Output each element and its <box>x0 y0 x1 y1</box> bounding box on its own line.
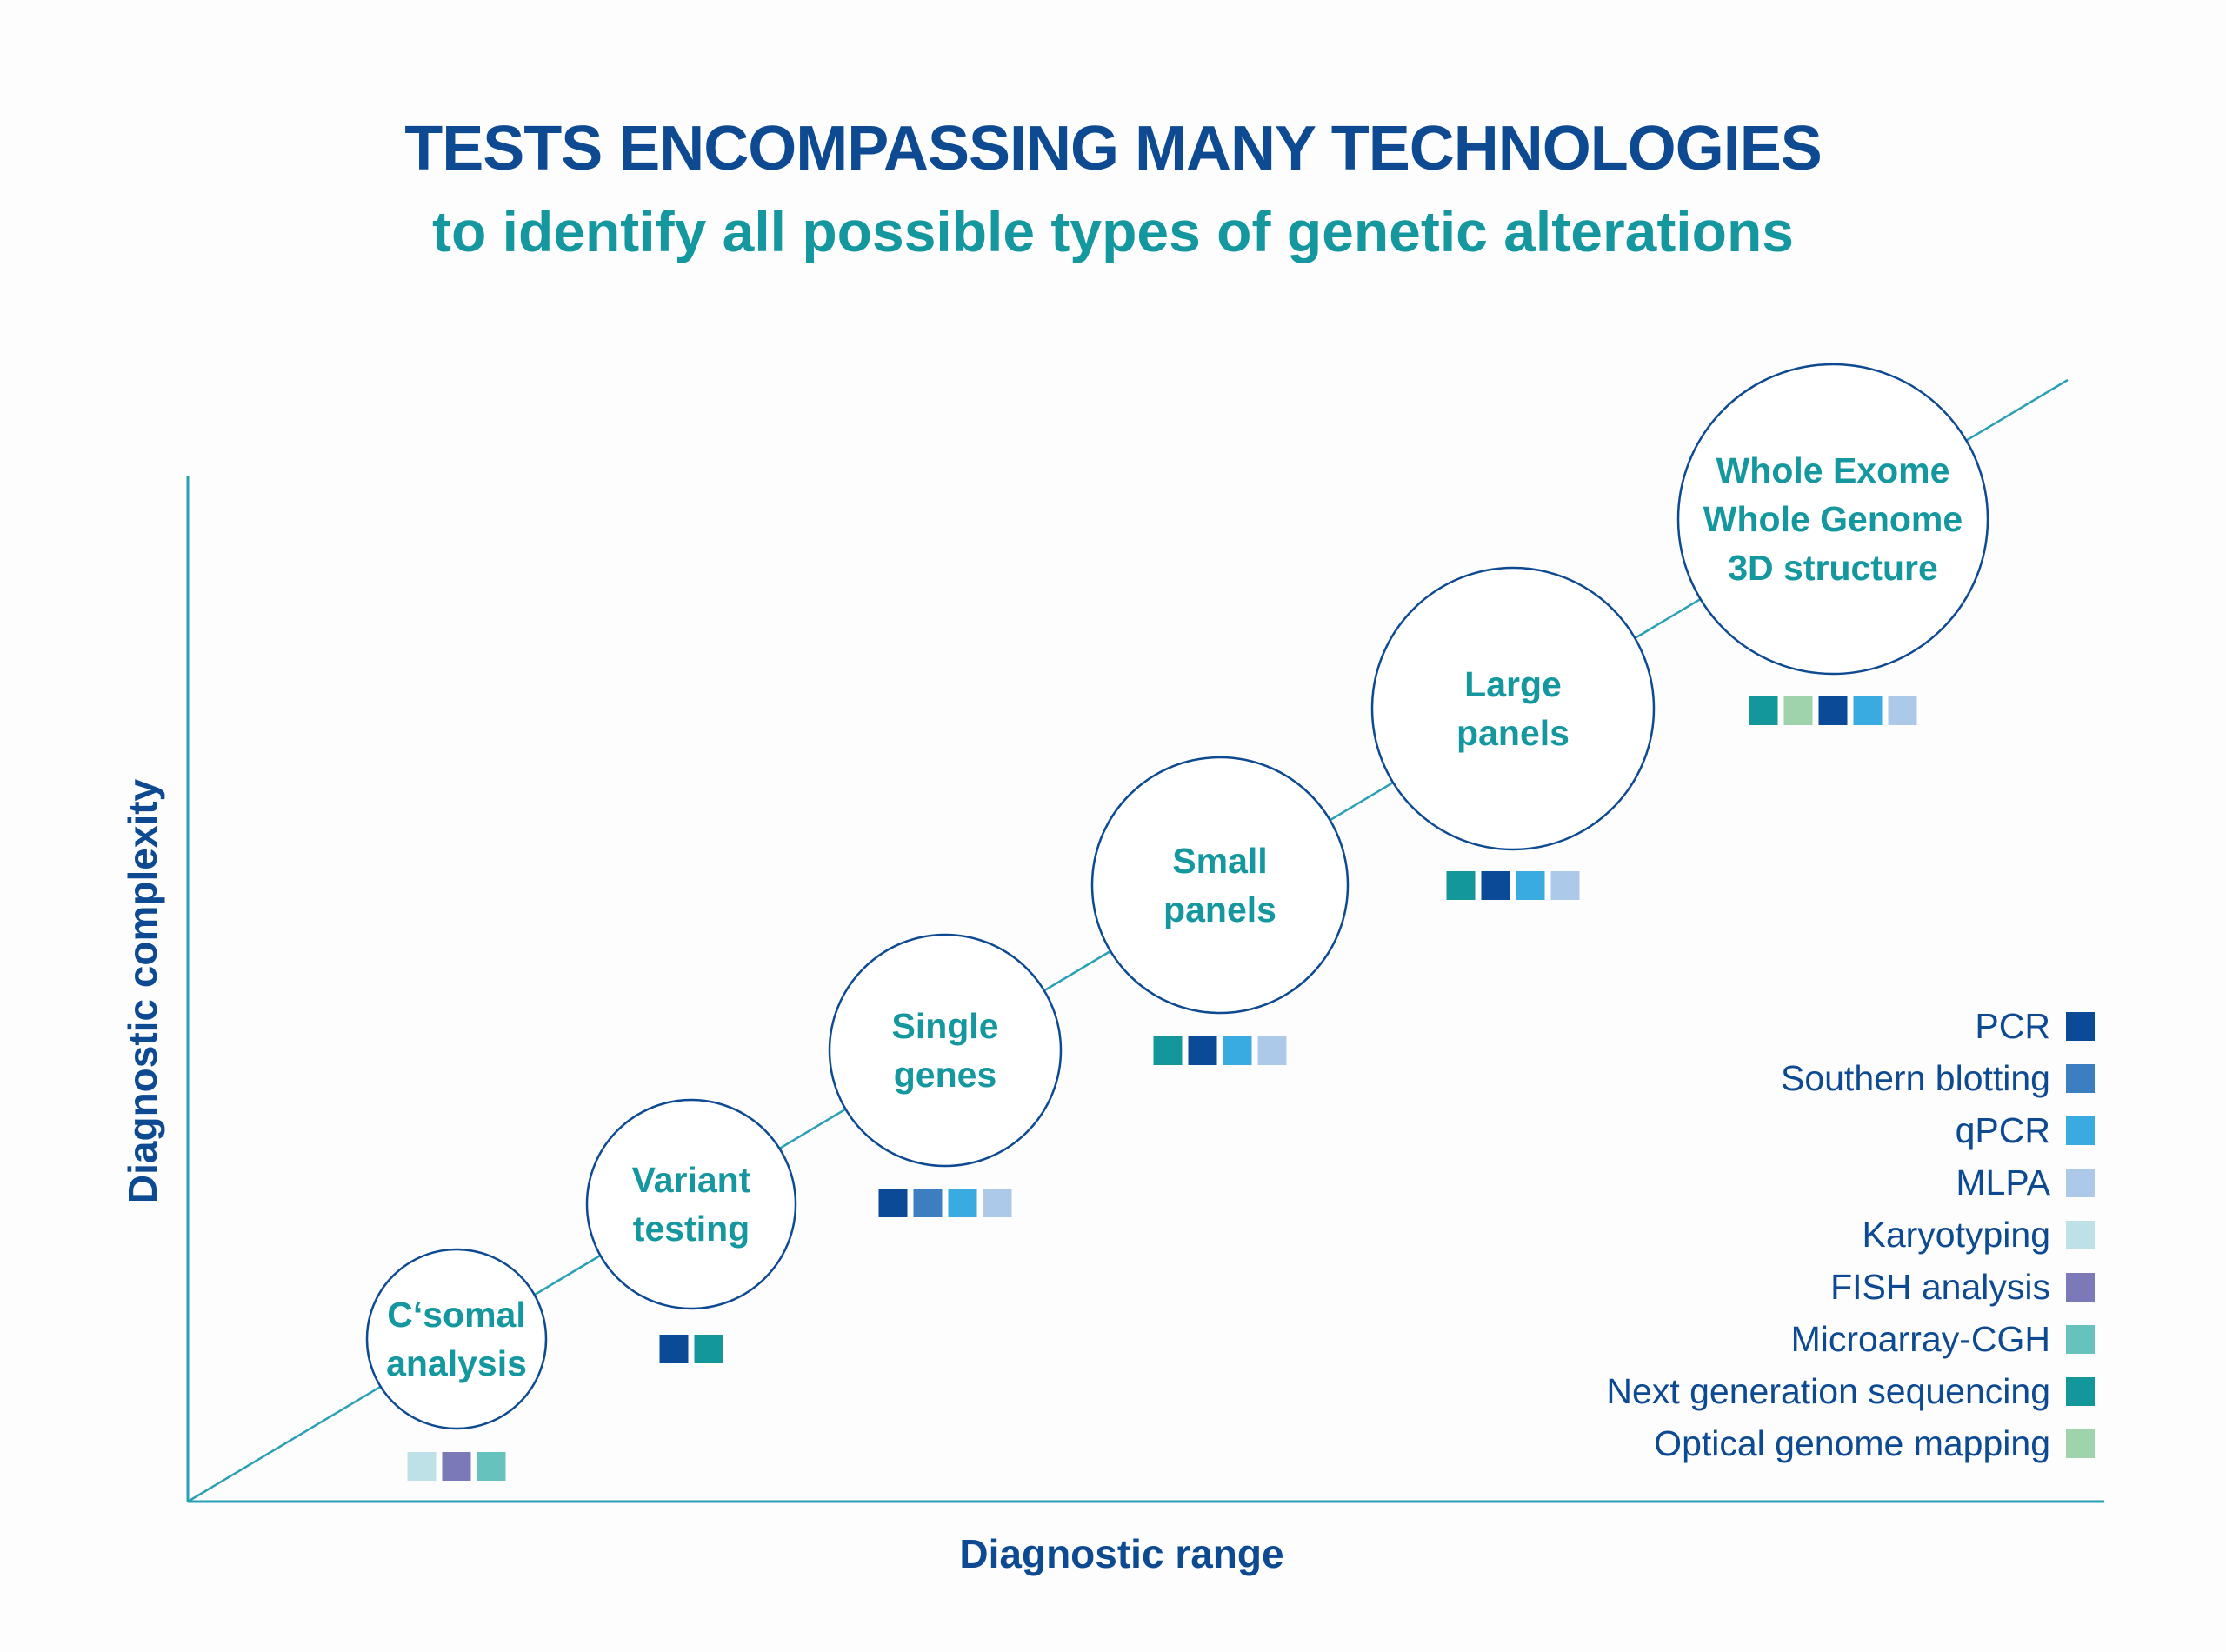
test-circle <box>1370 566 1656 851</box>
y-axis-label: Diagnostic complexity <box>120 778 165 1203</box>
chart-subtitle: to identify all possible types of geneti… <box>432 199 1794 263</box>
legend-item-fish: FISH analysis <box>1830 1267 2095 1307</box>
tech-swatch-pcr <box>878 1189 908 1217</box>
legend-swatch <box>2066 1325 2095 1354</box>
legend-swatch <box>2066 1012 2095 1041</box>
legend-item-ngs: Next generation sequencing <box>1606 1371 2095 1411</box>
test-label-line: Variant <box>632 1160 751 1200</box>
test-circle <box>828 933 1063 1168</box>
tech-swatch-mlpa <box>983 1189 1012 1217</box>
test-large: Large panels <box>1370 566 1656 900</box>
legend-swatch <box>2066 1377 2095 1406</box>
x-axis-label: Diagnostic range <box>959 1531 1283 1576</box>
test-label-line: testing <box>633 1209 750 1249</box>
test-bubbles: C‘somal analysis Variant testing Single genes… <box>365 363 1989 1481</box>
test-variant: Variant testing <box>585 1098 797 1363</box>
test-label-line: analysis <box>386 1343 527 1383</box>
legend-item-qpcr: qPCR <box>1956 1110 2095 1150</box>
test-circle <box>365 1248 548 1430</box>
test-label-line: panels <box>1456 713 1570 753</box>
tech-swatch-ogm <box>1783 696 1813 725</box>
test-single: Single genes <box>828 933 1063 1217</box>
test-label-line: genes <box>894 1055 997 1095</box>
legend-item-mlpa: MLPA <box>1956 1162 2095 1202</box>
test-label-line: Whole Exome <box>1716 450 1950 490</box>
test-label-line: panels <box>1163 889 1276 929</box>
legend-item-cgh: Microarray-CGH <box>1791 1319 2095 1359</box>
tech-swatch-mlpa <box>1257 1036 1287 1065</box>
legend-label: Optical genome mapping <box>1654 1423 2050 1463</box>
legend-label: FISH analysis <box>1830 1267 2050 1307</box>
legend-item-southern: Southern blotting <box>1781 1058 2095 1098</box>
legend-label: Southern blotting <box>1781 1058 2050 1098</box>
tech-swatch-cgh <box>477 1452 506 1481</box>
legend-label: Next generation sequencing <box>1606 1371 2050 1411</box>
tech-swatch-karyo <box>407 1452 437 1481</box>
legend-swatch <box>2066 1064 2095 1093</box>
test-label-line: Small <box>1172 841 1267 881</box>
tech-swatch-qpcr <box>1516 871 1545 900</box>
test-label-line: Large <box>1464 664 1562 704</box>
legend-label: qPCR <box>1956 1110 2050 1150</box>
test-circle <box>585 1098 797 1310</box>
tech-swatch-pcr <box>1188 1036 1217 1065</box>
tech-swatch-mlpa <box>1550 871 1580 900</box>
tech-swatch-ngs <box>1749 696 1778 725</box>
legend-item-pcr: PCR <box>1975 1006 2095 1046</box>
test-small: Small panels <box>1090 756 1350 1065</box>
tech-swatch-ngs <box>1153 1036 1183 1065</box>
test-label-line: Single <box>891 1006 998 1046</box>
test-circle <box>1676 363 1989 676</box>
tech-swatch-qpcr <box>948 1189 977 1217</box>
tech-swatch-ngs <box>694 1335 723 1363</box>
tech-swatch-pcr <box>1481 871 1510 900</box>
legend-swatch <box>2066 1429 2095 1458</box>
legend-label: PCR <box>1975 1006 2050 1046</box>
legend-label: Karyotyping <box>1862 1215 2050 1255</box>
tech-swatch-southern <box>913 1189 943 1217</box>
technology-legend: PCR Southern blotting qPCR MLPA KaryotypingF… <box>1606 1006 2095 1463</box>
test-label-line: Whole Genome <box>1703 499 1963 539</box>
chart-title: TESTS ENCOMPASSING MANY TECHNOLOGIES <box>404 114 1823 183</box>
test-csomal: C‘somal analysis <box>365 1248 548 1481</box>
legend-label: MLPA <box>1956 1162 2050 1202</box>
test-label-line: 3D structure <box>1728 548 1938 588</box>
tech-swatch-mlpa <box>1888 696 1917 725</box>
legend-label: Microarray-CGH <box>1791 1319 2050 1359</box>
legend-swatch <box>2066 1169 2095 1197</box>
tech-swatch-pcr <box>1818 696 1848 725</box>
legend-item-karyo: Karyotyping <box>1862 1215 2095 1255</box>
test-label-line: C‘somal <box>387 1295 526 1335</box>
tech-swatch-pcr <box>659 1335 689 1363</box>
tech-swatch-qpcr <box>1223 1036 1252 1065</box>
legend-swatch <box>2066 1221 2095 1249</box>
test-circle <box>1090 756 1350 1015</box>
tech-swatch-fish <box>442 1452 471 1481</box>
tech-swatch-qpcr <box>1853 696 1883 725</box>
tech-swatch-ngs <box>1446 871 1476 900</box>
legend-swatch <box>2066 1273 2095 1302</box>
legend-swatch <box>2066 1116 2095 1145</box>
legend-item-ogm: Optical genome mapping <box>1654 1423 2095 1463</box>
